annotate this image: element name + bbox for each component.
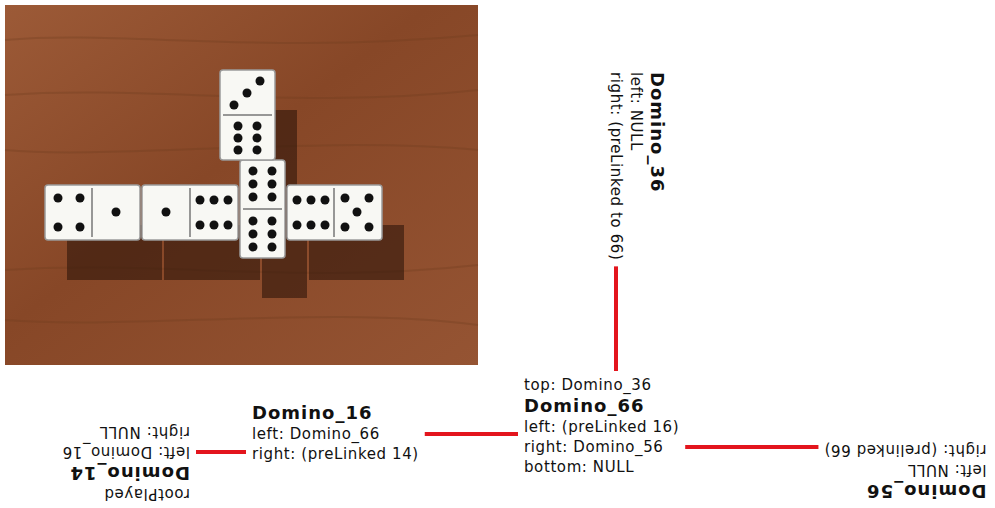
- record-field: left: NULL: [824, 460, 987, 480]
- link-line: [614, 266, 618, 371]
- domino-record: rootPlayedDomino_14left: Domino_16right:…: [60, 422, 192, 504]
- domino-tile: [45, 185, 140, 240]
- domino-pips: [54, 77, 374, 252]
- domino-tile: [220, 70, 275, 160]
- record-title: Domino_56: [824, 480, 987, 502]
- record-title: Domino_16: [252, 402, 419, 424]
- link-line: [685, 445, 818, 449]
- record-field: top: Domino_36: [524, 375, 679, 395]
- domino-tile: [240, 160, 285, 258]
- record-field: right: NULL: [62, 422, 190, 442]
- domino-record: Domino_56left: NULLright: (prelinked 66): [822, 440, 989, 502]
- record-field: left: NULL: [626, 72, 646, 260]
- wood-grain: [5, 35, 478, 325]
- domino-record: top: Domino_36Domino_66left: (preLinked …: [522, 375, 681, 477]
- record-title: Domino_66: [524, 395, 679, 417]
- record-field: right: (prelinked 66): [824, 440, 987, 460]
- link-line: [425, 432, 518, 436]
- record-field: rootPlayed: [62, 484, 190, 504]
- record-field: right: Domino_56: [524, 437, 679, 457]
- record-field: right: (preLinked to 66): [606, 72, 626, 260]
- domino-tile: [287, 185, 382, 240]
- record-field: left: Domino_66: [252, 424, 419, 444]
- record-title: Domino_14: [62, 462, 190, 484]
- wood-table: [5, 5, 478, 365]
- record-field: bottom: NULL: [524, 457, 679, 477]
- record-field: left: (preLinked 16): [524, 417, 679, 437]
- domino-record: Domino_16left: Domino_66right: (preLinke…: [250, 402, 421, 464]
- record-field: left: Domino_16: [62, 442, 190, 462]
- record-field: right: (preLinked 14): [252, 444, 419, 464]
- link-line: [196, 450, 246, 454]
- domino-tiles: [45, 70, 382, 258]
- domino-divider: [92, 115, 334, 237]
- record-title: Domino_36: [646, 72, 668, 260]
- domino-record: Domino_36left: NULLright: (preLinked to …: [606, 70, 668, 262]
- domino-tile: [142, 185, 238, 240]
